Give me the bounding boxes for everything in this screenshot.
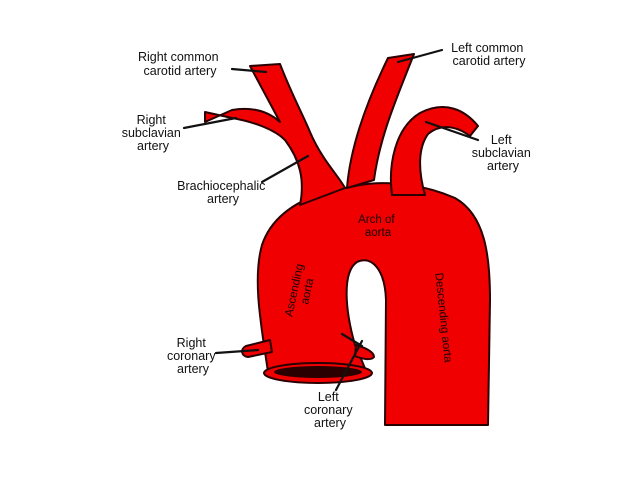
leader-left-subclavian xyxy=(424,120,480,142)
right-coronary-artery xyxy=(241,339,273,358)
label-left-subclavian: Left subclavian artery xyxy=(472,133,535,173)
leader-left-common-carotid xyxy=(396,48,444,64)
label-right-subclavian: Right subclavian artery xyxy=(122,113,185,153)
label-arch-of-aorta: Arch of aorta xyxy=(358,214,398,239)
leader-right-subclavian xyxy=(182,116,238,130)
label-left-common-carotid: Left common carotid artery xyxy=(451,41,527,68)
aortic-lumen xyxy=(274,366,362,378)
brachiocephalic-trunk xyxy=(204,63,346,206)
leader-right-common-carotid xyxy=(230,67,268,74)
leader-right-coronary xyxy=(214,348,260,355)
leader-left-coronary xyxy=(334,339,364,392)
label-left-coronary: Left coronary artery xyxy=(304,390,356,430)
left-coronary-artery xyxy=(354,344,375,361)
left-common-carotid xyxy=(346,53,415,189)
left-subclavian xyxy=(389,106,479,196)
leader-left-coronary-root xyxy=(340,332,364,348)
label-right-coronary: Right coronary artery xyxy=(167,336,219,376)
label-brachiocephalic: Brachiocephalic artery xyxy=(177,179,269,206)
label-right-common-carotid: Right common carotid artery xyxy=(138,50,222,78)
leader-brachiocephalic xyxy=(260,154,310,184)
